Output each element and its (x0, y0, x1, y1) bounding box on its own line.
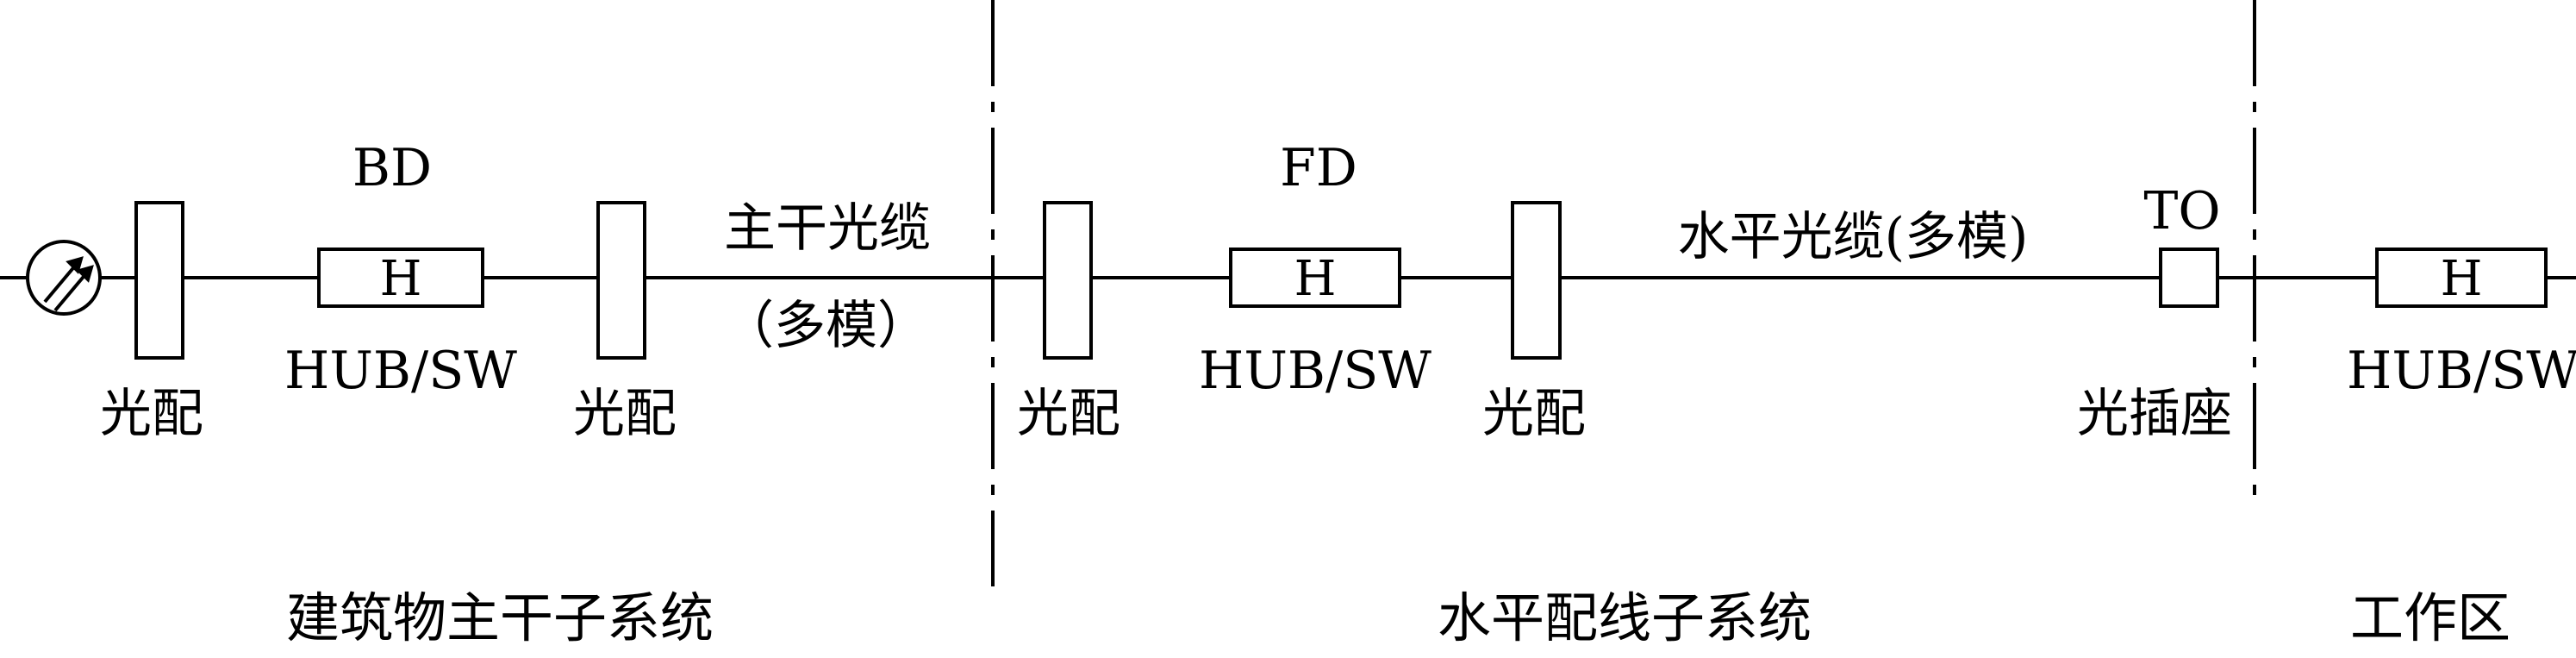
work-area-hub-box (2375, 248, 2548, 308)
section-horizontal-title: 水平配线子系统 (1438, 586, 1812, 649)
bd-patch-panel-in (134, 201, 184, 360)
horizontal-cable-label: 水平光缆(多模) (1678, 207, 2029, 267)
optical-outlet (2159, 248, 2219, 308)
work-area-hub-letter: H (2441, 251, 2483, 307)
bd-patch-panel-out-label: 光配 (573, 384, 677, 444)
bd-hub-box (317, 248, 484, 308)
optical-source-icon (26, 240, 102, 316)
fd-hub-label: HUB/SW (1199, 341, 1431, 401)
bd-patch-panel-out (596, 201, 646, 360)
bd-hub-label: HUB/SW (284, 341, 517, 401)
backbone-cable-type: （多模） (722, 296, 929, 356)
work-area-hub-label: HUB/SW (2347, 341, 2576, 401)
bd-patch-panel-in-label: 光配 (100, 384, 203, 444)
section-work-area-title: 工作区 (2350, 586, 2511, 649)
fd-tag: FD (1280, 138, 1357, 198)
bd-tag: BD (352, 138, 432, 198)
fd-patch-panel-out (1511, 201, 1562, 360)
fd-hub-box (1229, 248, 1401, 308)
outlet-tag: TO (2143, 181, 2220, 241)
outlet-label: 光插座 (2077, 384, 2232, 444)
section-backbone-title: 建筑物主干子系统 (286, 586, 714, 649)
fd-patch-panel-out-label: 光配 (1482, 384, 1586, 444)
fd-patch-panel-in (1043, 201, 1093, 360)
fd-patch-panel-in-label: 光配 (1017, 384, 1120, 444)
backbone-cable-label: 主干光缆 (724, 198, 931, 259)
fd-hub-letter: H (1294, 251, 1337, 307)
bd-hub-letter: H (380, 251, 422, 307)
